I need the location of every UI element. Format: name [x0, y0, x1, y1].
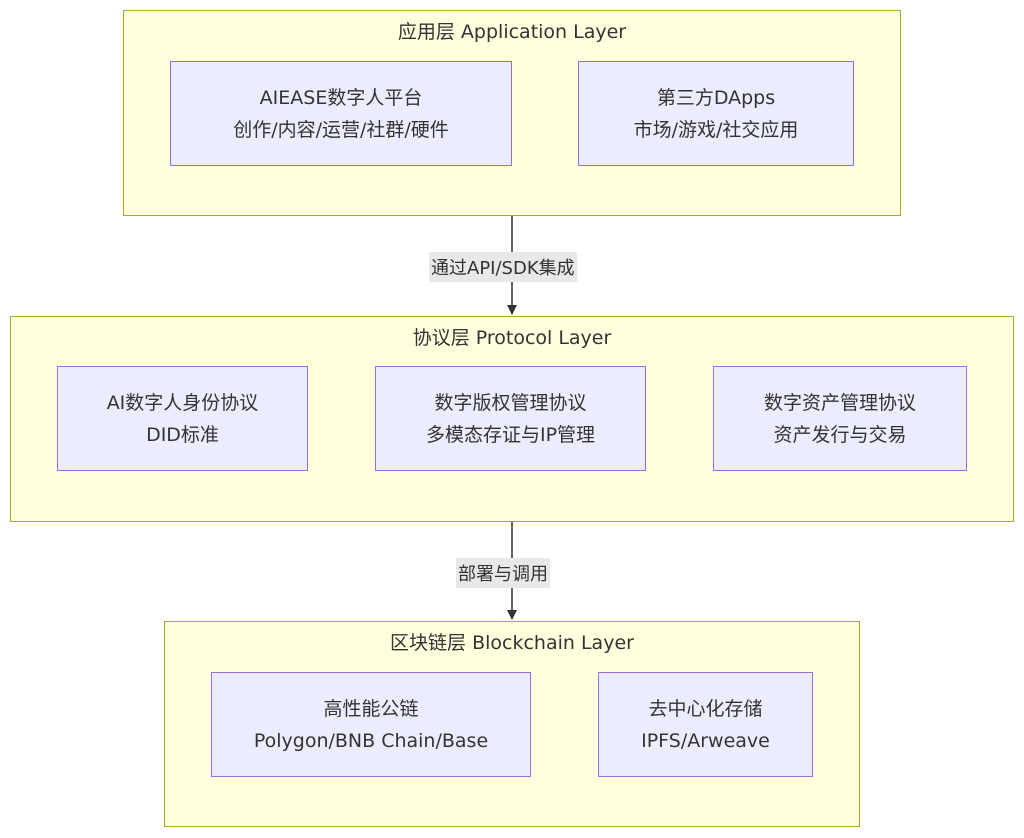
- node-title: 高性能公链: [323, 697, 419, 720]
- public-chain-node: 高性能公链 Polygon/BNB Chain/Base: [211, 672, 531, 777]
- asset-protocol-node: 数字资产管理协议 资产发行与交易: [713, 366, 967, 471]
- node-subtitle: 多模态存证与IP管理: [425, 423, 596, 446]
- node-title: AI数字人身份协议: [106, 391, 259, 414]
- ai-identity-protocol-node: AI数字人身份协议 DID标准: [57, 366, 308, 471]
- node-title: AIEASE数字人平台: [259, 86, 423, 109]
- edge-label-deploy: 部署与调用: [456, 558, 550, 588]
- edge-label-api-sdk: 通过API/SDK集成: [429, 252, 577, 282]
- node-subtitle: DID标准: [146, 423, 219, 446]
- node-title: 去中心化存储: [648, 697, 763, 720]
- decentralized-storage-node: 去中心化存储 IPFS/Arweave: [598, 672, 813, 777]
- node-subtitle: Polygon/BNB Chain/Base: [253, 729, 489, 752]
- node-subtitle: 资产发行与交易: [773, 423, 907, 446]
- protocol-layer-title: 协议层 Protocol Layer: [412, 327, 612, 349]
- node-subtitle: IPFS/Arweave: [641, 729, 770, 752]
- third-party-dapps-node: 第三方DApps 市场/游戏/社交应用: [578, 61, 854, 166]
- application-layer-title: 应用层 Application Layer: [397, 21, 627, 43]
- node-title: 第三方DApps: [656, 86, 776, 109]
- node-subtitle: 创作/内容/运营/社群/硬件: [233, 118, 449, 141]
- node-title: 数字版权管理协议: [434, 391, 587, 414]
- node-subtitle: 市场/游戏/社交应用: [633, 118, 799, 141]
- copyright-protocol-node: 数字版权管理协议 多模态存证与IP管理: [375, 366, 646, 471]
- aiease-platform-node: AIEASE数字人平台 创作/内容/运营/社群/硬件: [170, 61, 512, 166]
- blockchain-layer-title: 区块链层 Blockchain Layer: [390, 632, 634, 654]
- node-title: 数字资产管理协议: [763, 391, 916, 414]
